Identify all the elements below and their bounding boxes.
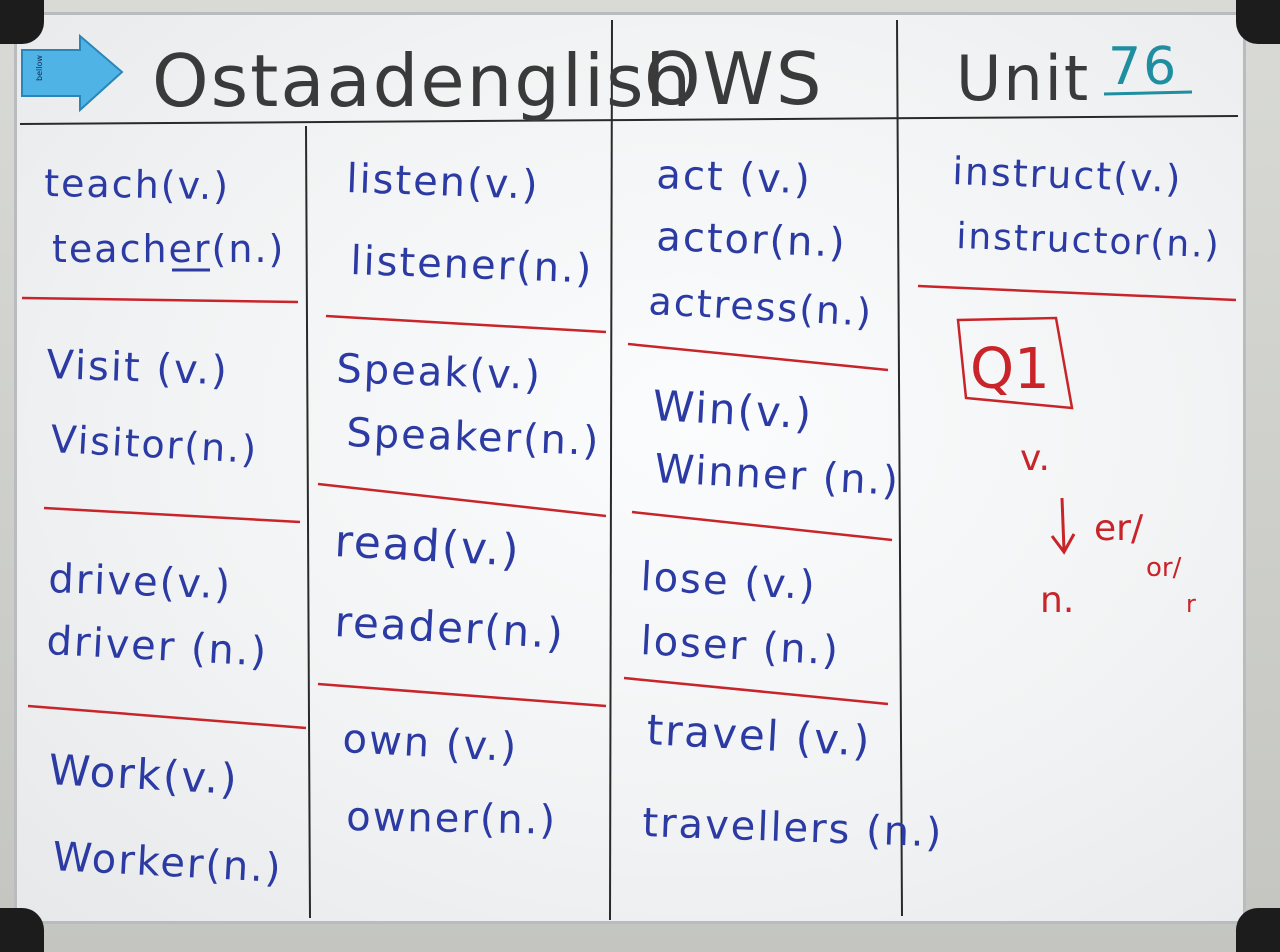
eraser: bellow [21,33,124,113]
word-noun: Speaker(n.) [346,410,601,465]
word-verb: act (v.) [656,152,813,203]
word-verb: drive(v.) [48,556,233,608]
word-verb: Work(v.) [47,745,239,804]
word-verb: Win(v.) [651,381,814,438]
suffix-r: r [1186,590,1196,618]
header-unit-label: Unit [956,42,1090,115]
word-verb: listen(v.) [346,156,541,209]
down-arrow-icon [1050,497,1076,555]
word-verb: read(v.) [333,516,521,577]
word-noun: teacher(n.) [52,227,285,271]
frame-corner-bottom-left [0,908,44,952]
word-noun: loser (n.) [639,618,841,674]
column-1: teach(v.) teacher(n.) Visit (v.) Visitor… [44,161,285,892]
header-code: OWS [644,37,824,121]
word-noun: instructor(n.) [956,216,1222,266]
word-noun: Visitor(n.) [50,417,260,472]
word-noun: owner(n.) [346,794,558,844]
word-noun: Winner (n.) [653,446,901,505]
header-site-title: Ostaadenglish [152,39,693,123]
q1-note: Q1 v. n. er/ or/ r [956,316,1196,621]
word-verb: teach(v.) [44,161,231,208]
word-verb: lose (v.) [639,554,817,609]
eraser-label: bellow [35,55,44,81]
q1-label: Q1 [970,337,1050,402]
column-4: instruct(v.) instructor(n.) Q1 v. n. er/… [952,149,1222,621]
red-dividers [21,284,1237,730]
note-to: n. [1040,580,1074,621]
word-noun: actor(n.) [656,214,848,267]
suffix-er: er/ [1094,508,1144,549]
frame-corner-top-right [1236,0,1280,44]
column-2: listen(v.) listener(n.) Speak(v.) Speake… [333,156,601,844]
word-noun: reader(n.) [333,597,566,658]
word-verb: travel (v.) [645,705,872,766]
note-from: v. [1020,438,1050,479]
suffix-or: or/ [1146,553,1182,583]
word-verb: instruct(v.) [952,149,1184,201]
unit-underline [1103,90,1193,96]
column-3: act (v.) actor(n.) actress(n.) Win(v.) W… [639,152,944,856]
frame-corner-bottom-right [1236,908,1280,952]
whiteboard-surface [14,12,1246,924]
frame-corner-top-left [0,0,44,44]
word-noun: Worker(n.) [51,834,283,892]
word-noun: travellers (n.) [642,800,944,856]
word-verb: Visit (v.) [46,342,230,394]
word-extra: actress(n.) [648,279,875,335]
word-verb: own (v.) [341,716,519,771]
header-unit-number: 76 [1108,37,1178,97]
word-verb: Speak(v.) [336,346,543,399]
q1-box [956,316,1074,410]
word-noun: listener(n.) [350,238,595,292]
word-noun: driver (n.) [45,618,269,676]
